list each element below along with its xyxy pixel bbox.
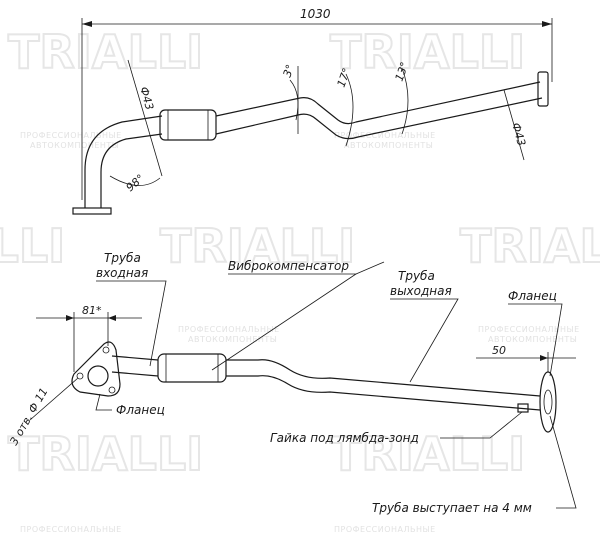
- watermark-sub: АВТОКОМПОНЕНТЫ: [30, 141, 119, 150]
- label-lambda-nut: Гайка под лямбда-зонд: [270, 431, 419, 445]
- flange-left-bottom: [71, 341, 121, 397]
- leader-lambda-nut: [440, 411, 523, 439]
- flange-hole-center: [87, 365, 109, 387]
- arrow-icon: [82, 21, 92, 27]
- angle-2-label: 17°: [335, 66, 354, 89]
- leader-holes: [29, 377, 79, 421]
- flange-right-hole: [543, 389, 553, 415]
- watermark-brand: TRIALLI: [460, 219, 600, 273]
- pipe-bend-outer: [84, 115, 163, 208]
- top-view: 1030 Ф43 98° 3° 17° 13° Ф43: [72, 7, 553, 215]
- arrow-icon: [542, 21, 552, 27]
- dia-left-label: Ф43: [137, 85, 156, 111]
- dimension-length-label: 1030: [300, 7, 331, 21]
- arrow-icon: [66, 315, 74, 321]
- watermark-sub: ПРОФЕССИОНАЛЬНЫЕ: [20, 131, 122, 140]
- watermark-sub: ПРОФЕССИОНАЛЬНЫЕ: [334, 131, 436, 140]
- dia-right-label: Ф43: [509, 121, 528, 147]
- arrow-icon: [108, 315, 116, 321]
- lambda-nut: [517, 403, 529, 413]
- bolt-hole: [76, 372, 84, 380]
- watermark-sub: ПРОФЕССИОНАЛЬНЫЕ: [178, 325, 280, 334]
- angle-1-label: 3°: [281, 63, 297, 79]
- watermark-layer: TRIALLI TRIALLI TRIALLI TRIALLI TRIALLI …: [0, 24, 600, 534]
- pipe-outlet-upper: [226, 359, 541, 397]
- label-inlet-pipe: Труба: [104, 251, 141, 265]
- angle-arc-1: [289, 79, 299, 121]
- leader-flange-left: [95, 393, 112, 411]
- watermark-sub: ПРОФЕССИОНАЛЬНЫЕ: [478, 325, 580, 334]
- angle-arc-2: [345, 73, 354, 147]
- angle-bend-label: 98°: [124, 172, 147, 194]
- watermark-brand: TRIALLI: [160, 219, 355, 273]
- pipe-bend-inner: [100, 133, 163, 208]
- watermark-sub: ПРОФЕССИОНАЛЬНЫЕ: [334, 525, 436, 534]
- pipe-main-lower: [215, 97, 543, 140]
- leader-dia-right: [503, 89, 525, 161]
- vibro-compensator-bottom: [157, 353, 227, 383]
- label-outlet-pipe: Труба: [398, 269, 435, 283]
- angle-3-label: 13°: [393, 60, 412, 83]
- watermark-brand: TRIALLI: [8, 25, 203, 79]
- leader-compensator-end: [355, 261, 385, 275]
- bolt-hole: [108, 386, 116, 394]
- pipe-inlet-upper: [111, 355, 159, 361]
- leader-flange-right: [508, 303, 563, 377]
- label-flange-right: Фланец: [508, 289, 557, 303]
- watermark-sub: АВТОКОМПОНЕНТЫ: [488, 335, 577, 344]
- leader-compensator: [211, 273, 358, 371]
- bolt-hole: [102, 346, 110, 354]
- angle-arc-bend: [109, 175, 161, 186]
- vibro-compensator-top: [159, 109, 217, 141]
- watermark-sub: ПРОФЕССИОНАЛЬНЫЕ: [20, 525, 122, 534]
- watermark-brand: TRIALLI: [8, 427, 203, 481]
- label-inlet-pipe: входная: [96, 266, 148, 280]
- label-outlet-pipe: выходная: [390, 284, 452, 298]
- flange-right-bottom: [539, 371, 557, 433]
- leader-protrude: [549, 415, 577, 509]
- label-protrude: Труба выступает на 4 мм: [372, 501, 532, 515]
- pipe-outlet-lower: [226, 375, 541, 411]
- flange-bottom: [72, 207, 112, 215]
- watermark-sub: АВТОКОМПОНЕНТЫ: [188, 335, 277, 344]
- pipe-inlet-lower: [111, 371, 159, 377]
- angle-arc-3: [401, 67, 409, 135]
- leader-inlet-pipe: [96, 280, 167, 367]
- dim-50-label: 50: [492, 344, 506, 357]
- label-compensator: Виброкомпенсатор: [228, 259, 349, 273]
- arrow-icon: [540, 355, 548, 361]
- dim-81-label: 81*: [82, 304, 102, 317]
- watermark-brand: TRIALLI: [0, 219, 65, 273]
- leader-dia-left: [127, 59, 163, 177]
- pipe-main-upper: [215, 81, 541, 125]
- flange-right-top: [537, 71, 549, 107]
- label-flange-left: Фланец: [116, 403, 165, 417]
- watermark-brand: TRIALLI: [330, 25, 525, 79]
- bottom-view: 81* Труба входная Виброкомпенсатор Труба…: [7, 251, 577, 515]
- leader-outlet-pipe: [390, 298, 459, 383]
- watermark-sub: АВТОКОМПОНЕНТЫ: [344, 141, 433, 150]
